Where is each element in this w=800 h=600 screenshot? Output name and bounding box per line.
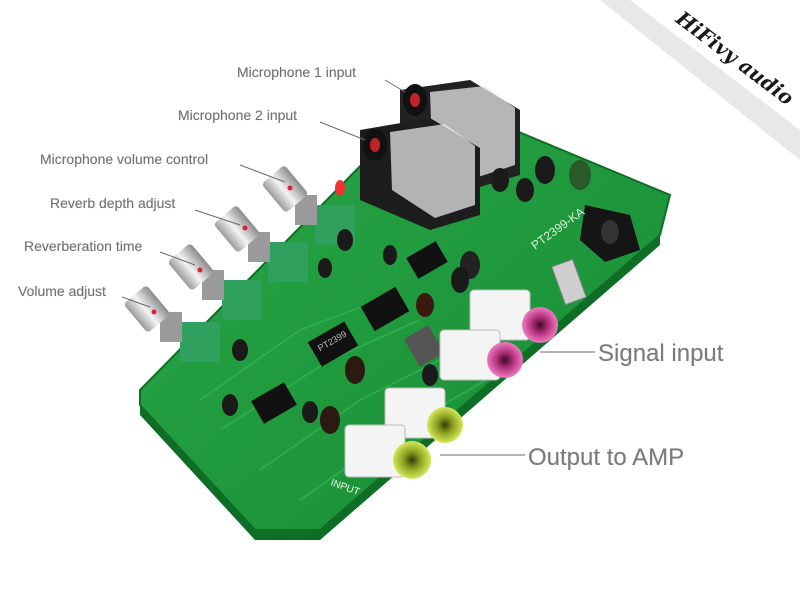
callout-signal-input: Signal input: [598, 340, 724, 367]
callout-leader-lines: [121, 79, 595, 456]
pot-reverb-depth: [214, 206, 308, 282]
callout-microphone-1-input: Microphone 1 input: [237, 64, 357, 80]
callout-reverberation-time: Reverberation time: [24, 238, 143, 254]
slide-switch: [551, 258, 587, 306]
rca-output-pair: [344, 387, 463, 479]
rca-input-pair: [439, 289, 558, 381]
pot-reverb-time: [168, 244, 262, 320]
capacitors: [222, 156, 591, 434]
callout-microphone-2-input: Microphone 2 input: [178, 107, 298, 123]
dc-power-jack: [580, 205, 640, 262]
callout-output-to-amp: Output to AMP: [528, 444, 685, 471]
pot-volume: [124, 286, 220, 362]
callout-reverb-depth-adjust: Reverb depth adjust: [50, 195, 176, 211]
callout-volume-adjust: Volume adjust: [18, 283, 106, 299]
voltage-regulator: [403, 325, 445, 367]
red-led: [335, 180, 345, 196]
microphone-jack-2: [360, 118, 480, 230]
callout-microphone-volume-control: Microphone volume control: [40, 151, 209, 167]
